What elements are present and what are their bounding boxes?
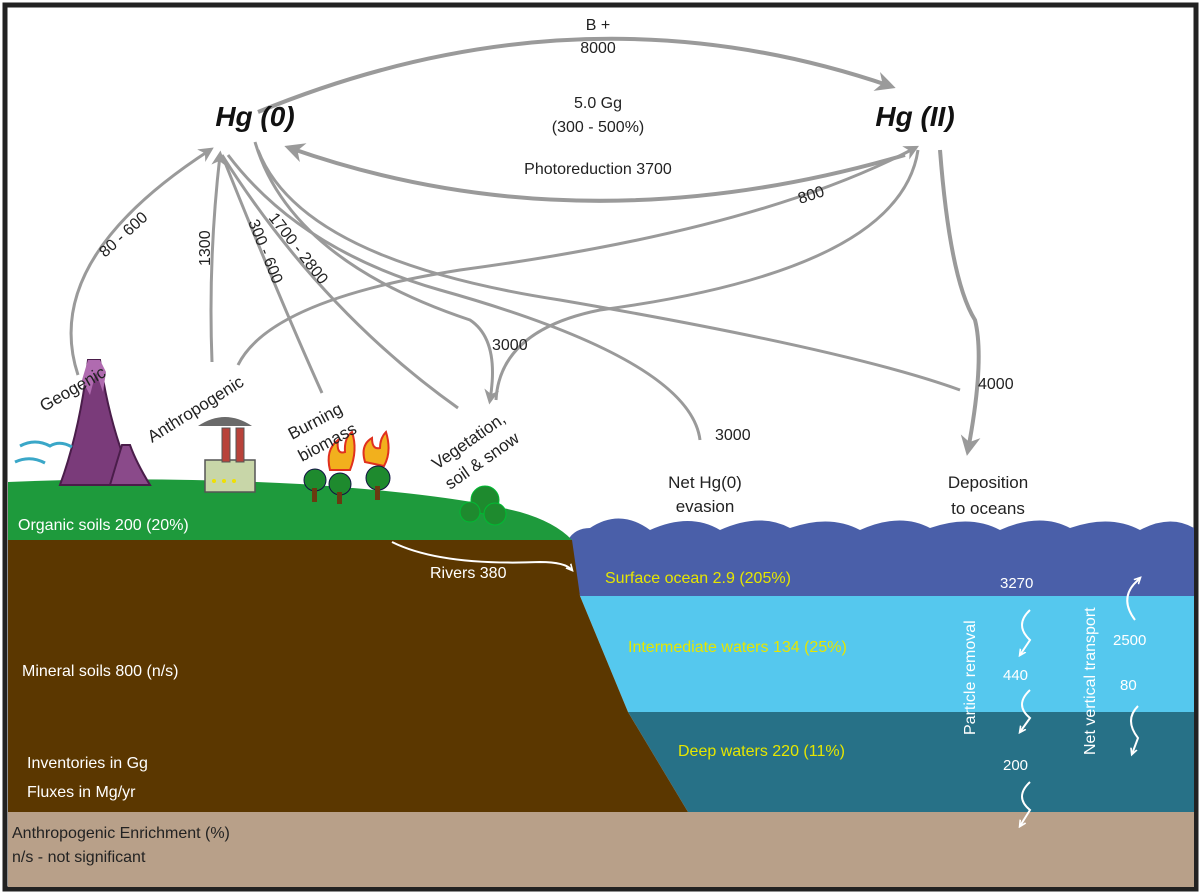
ocean-deposition-flux: 4000	[978, 376, 1014, 393]
mineral-soil-layer	[8, 540, 688, 812]
deep-waters-label: Deep waters 220 (11%)	[678, 743, 845, 760]
mineral-soils-label: Mineral soils 800 (n/s)	[22, 663, 179, 680]
vertical-lower-value: 80	[1120, 677, 1137, 694]
ns-legend: n/s - not significant	[12, 849, 146, 866]
hg0-label: Hg (0)	[215, 101, 294, 132]
organic-soil-layer	[8, 479, 572, 540]
fluxes-legend: Fluxes in Mg/yr	[27, 784, 136, 801]
hg-inventory-label: 5.0 Gg	[574, 95, 622, 112]
factory-icon	[198, 417, 256, 493]
particle-removal-label: Particle removal	[962, 620, 979, 735]
vertical-arrow-up	[1126, 578, 1140, 621]
particle-arrow-2	[1020, 689, 1032, 732]
particle-arrow-1	[1020, 609, 1032, 655]
oxidation-label-1: B +	[586, 17, 610, 34]
particle-arrow-3	[1020, 781, 1032, 826]
vertical-arrow-down	[1130, 705, 1140, 754]
burning-arrow	[220, 154, 324, 394]
rivers-label: Rivers 380	[430, 565, 507, 582]
evasion-label-2: evasion	[676, 497, 735, 516]
vegetation-arrow	[220, 154, 459, 410]
anthropogenic-flux: 1300	[197, 230, 214, 266]
hg2-deposition-arrow	[938, 149, 981, 456]
hg0-ocean-arrow	[256, 149, 961, 392]
hg2-to-veg-arrow	[494, 149, 920, 401]
ocean-evasion-arrow	[226, 154, 702, 441]
rivers-arrow	[391, 541, 572, 570]
geogenic-arrow	[69, 147, 214, 376]
vertical-upper-value: 2500	[1113, 632, 1146, 649]
photoreduction-arrow	[284, 143, 906, 203]
volcano-icon	[14, 359, 152, 486]
intermediate-waters-label: Intermediate waters 134 (25%)	[628, 639, 847, 656]
bush-icon	[459, 485, 507, 526]
hg2-label: Hg (II)	[875, 101, 954, 132]
oxidation-arrow	[257, 36, 896, 114]
ocean-evasion-flux: 3000	[715, 427, 751, 444]
removal-intermediate-value: 440	[1003, 667, 1028, 684]
deposition-label-1: Deposition	[948, 473, 1028, 492]
enrichment-legend: Anthropogenic Enrichment (%)	[12, 825, 230, 842]
removal-surface-value: 3270	[1000, 575, 1033, 592]
evasion-label-1: Net Hg(0)	[668, 473, 742, 492]
inventories-legend: Inventories in Gg	[27, 755, 148, 772]
burning-biomass-icon	[303, 430, 391, 504]
deep-water-layer	[628, 712, 1194, 812]
surface-ocean-label: Surface ocean 2.9 (205%)	[605, 570, 791, 587]
deposition-land-flux: 3000	[492, 337, 528, 354]
intermediate-water-layer	[580, 596, 1194, 712]
anthropogenic-arrow	[209, 150, 227, 363]
removal-deep-value: 200	[1003, 757, 1028, 774]
anthro-hg2-arrow	[236, 145, 919, 366]
deposition-label-2: to oceans	[951, 499, 1025, 518]
hg-enrichment-label: (300 - 500%)	[552, 119, 645, 136]
net-vertical-label: Net vertical transport	[1082, 607, 1099, 755]
organic-soils-label: Organic soils 200 (20%)	[18, 517, 189, 534]
photoreduction-label: Photoreduction 3700	[524, 161, 672, 178]
hg0-to-veg-arrow	[253, 141, 500, 405]
surface-ocean-layer	[568, 518, 1194, 596]
bedrock-layer	[8, 812, 1194, 887]
oxidation-label-2: 8000	[580, 40, 616, 57]
